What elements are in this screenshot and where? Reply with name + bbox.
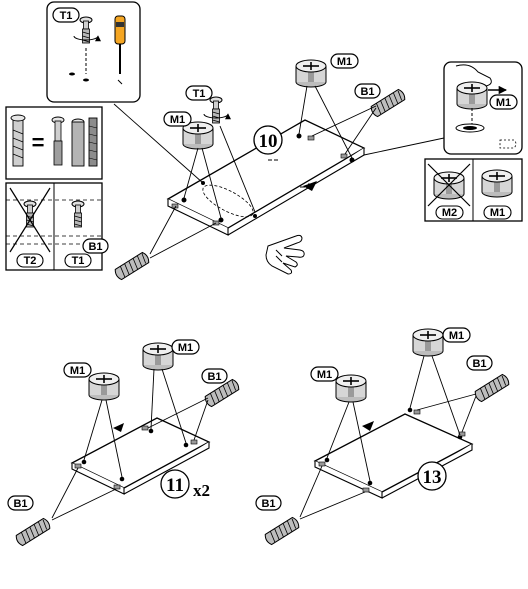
fastener-assembled-icon (10, 114, 26, 167)
svg-text:B1: B1 (207, 371, 221, 383)
cam-lock-step10-right-icon (295, 59, 327, 88)
panel-step-10: 10 (166, 119, 366, 236)
svg-text:T1: T1 (72, 255, 85, 267)
detail-box-cam-insertion (443, 61, 523, 155)
step11-leader-lines (51, 368, 209, 521)
threaded-part-icon (88, 117, 98, 167)
svg-text:B1: B1 (360, 86, 374, 98)
dowel-step10-left-icon (113, 250, 151, 282)
step13-leader-lines (299, 355, 477, 520)
svg-text:T2: T2 (24, 255, 37, 267)
step10-leader-lines (113, 85, 445, 259)
label-m1-topright: M1 (489, 94, 518, 110)
svg-text:M1: M1 (178, 342, 193, 354)
svg-text:M1: M1 (449, 330, 464, 342)
equals-sign: = (32, 130, 45, 155)
step-number-10: 10 (259, 131, 278, 152)
cam-lock-step11-right-icon (142, 342, 174, 371)
svg-text:B1: B1 (261, 498, 275, 510)
cam-lock-icon (456, 81, 488, 110)
panel-step-13: 13 (313, 407, 474, 499)
svg-text:B1: B1 (472, 358, 486, 370)
screwdriver-icon (114, 15, 126, 74)
svg-text:B1: B1 (88, 241, 102, 253)
dowel-step13-right-icon (473, 372, 511, 404)
label-m1-step11-right: M1 (171, 339, 200, 355)
label-m1-step13-right: M1 (442, 327, 471, 343)
label-m1-step11-left: M1 (63, 362, 92, 378)
label-m1-step10-left: M1 (163, 111, 192, 127)
detail-box-screwdriver (46, 1, 141, 103)
dowel-step11-left-icon (14, 516, 52, 548)
svg-text:T1: T1 (60, 10, 73, 22)
svg-text:M1: M1 (490, 207, 505, 219)
svg-text:M1: M1 (337, 56, 352, 68)
sleeve-part-icon (71, 118, 85, 167)
label-b1-step10-right: B1 (354, 83, 381, 99)
label-m1-step10-right: M1 (330, 53, 359, 69)
svg-text:B1: B1 (13, 498, 27, 510)
cam-m1-icon (481, 169, 513, 198)
svg-text:M1: M1 (170, 114, 185, 126)
dowel-step13-left-icon (263, 515, 301, 547)
svg-text:M1: M1 (317, 369, 332, 381)
label-t1-box: T1 (64, 253, 92, 268)
label-b1-step11-left: B1 (7, 495, 34, 511)
step-number-11: 11 (166, 475, 184, 496)
pointing-hand-icon (265, 234, 305, 275)
cam-lock-step13-left-icon (335, 374, 367, 403)
label-m2-box: M2 (435, 205, 464, 220)
label-b1-step11-right: B1 (201, 368, 228, 384)
label-b1-step13-left: B1 (255, 495, 282, 511)
cam-lock-step10-left-icon (182, 121, 214, 150)
step-11-multiplier: x2 (193, 481, 210, 500)
svg-text:M2: M2 (442, 207, 457, 219)
svg-text:M1: M1 (496, 97, 511, 109)
label-m1-step13-left: M1 (310, 366, 339, 382)
label-b1-step10-left: B1 (82, 238, 109, 254)
screw-part-icon (51, 116, 65, 166)
panel-step-11: 11 x2 (70, 417, 211, 500)
cam-lock-step13-right-icon (412, 328, 444, 357)
svg-text:M1: M1 (70, 365, 85, 377)
label-b1-step13-right: B1 (466, 355, 493, 371)
step-number-13: 13 (423, 467, 442, 488)
screw-t1-step10-icon (209, 96, 223, 124)
label-t2-box: T2 (16, 253, 44, 268)
label-t1-step10: T1 (185, 85, 213, 101)
label-t1-top: T1 (52, 7, 80, 23)
svg-text:T1: T1 (193, 88, 206, 100)
detail-box-fastener-equivalence: = (5, 106, 103, 180)
label-m1-box: M1 (483, 205, 512, 220)
cam-lock-step11-left-icon (88, 372, 120, 401)
